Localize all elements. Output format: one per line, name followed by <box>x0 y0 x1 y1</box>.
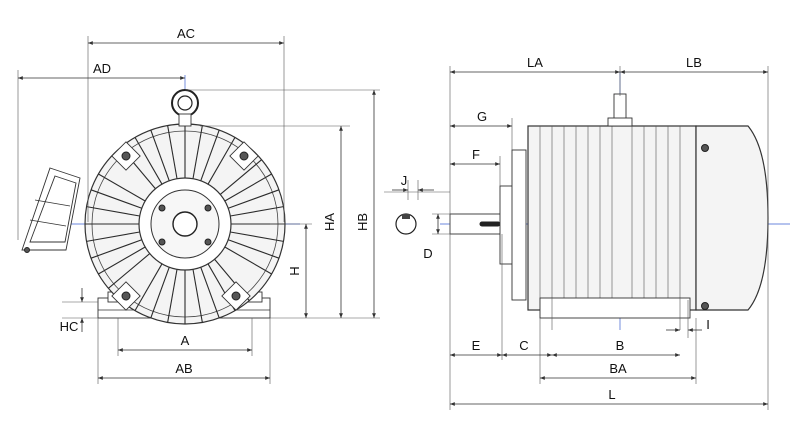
label-la: LA <box>527 55 543 70</box>
drive-end-shield <box>511 149 527 301</box>
label-hc: HC <box>60 319 79 334</box>
key-section <box>402 214 410 219</box>
label-i: I <box>706 317 710 332</box>
label-lb: LB <box>686 55 702 70</box>
side-view: LA LB G F J D E C B I BA L <box>384 55 790 410</box>
label-d: D <box>423 246 432 261</box>
label-f: F <box>472 147 480 162</box>
shaft-end <box>172 211 198 237</box>
label-ad: AD <box>93 61 111 76</box>
terminal-box <box>21 167 81 253</box>
label-a: A <box>181 333 190 348</box>
side-feet <box>539 297 691 319</box>
label-b: B <box>616 338 625 353</box>
bolt-bosses <box>111 141 259 311</box>
label-e: E <box>472 338 481 353</box>
label-j: J <box>401 173 408 188</box>
label-ab: AB <box>175 361 192 376</box>
label-ba: BA <box>609 361 627 376</box>
front-view: AC AD HA HB H HC A AB <box>17 26 380 384</box>
label-g: G <box>477 109 487 124</box>
label-hb: HB <box>355 213 370 231</box>
label-c: C <box>519 338 528 353</box>
label-l: L <box>608 387 615 402</box>
fan-cover <box>695 125 769 311</box>
label-ac: AC <box>177 26 195 41</box>
lifting-eye <box>171 89 199 127</box>
side-cooling-fins <box>539 126 681 310</box>
label-ha: HA <box>322 213 337 231</box>
label-h: H <box>287 266 302 275</box>
